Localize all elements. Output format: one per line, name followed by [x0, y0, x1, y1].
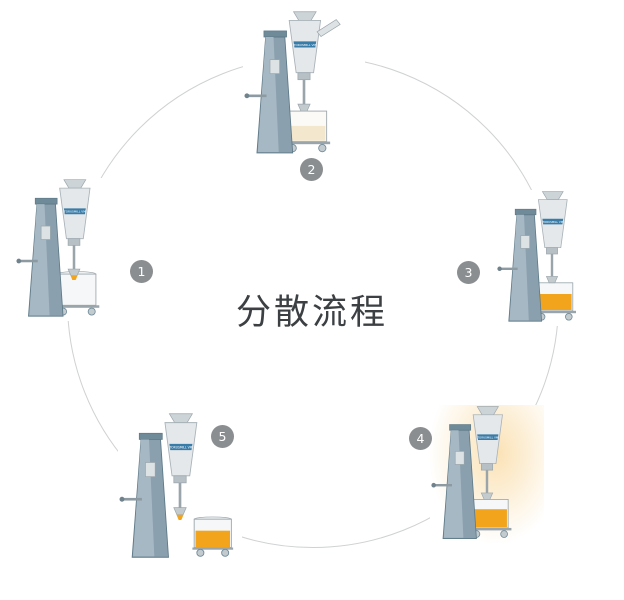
disperser-machine-step1-icon — [16, 179, 100, 317]
orange-liquid-icon — [537, 294, 572, 310]
step-number: 2 — [307, 162, 316, 177]
step-number: 3 — [464, 265, 473, 280]
diagram-title: 分散流程 — [235, 293, 388, 333]
step-badge-5: 5 — [211, 425, 234, 448]
disperser-machine-step2-icon — [244, 11, 341, 154]
machine-step-2 — [243, 10, 365, 159]
step-badge-1: 1 — [130, 260, 153, 283]
step-number: 4 — [416, 431, 425, 446]
disperser-machine-step3-icon — [496, 191, 577, 322]
orange-liquid-icon — [195, 530, 231, 548]
step-badge-4: 4 — [409, 427, 432, 450]
orange-residue-icon — [176, 514, 184, 521]
step-number: 1 — [137, 264, 146, 279]
machine-step-5 — [118, 412, 242, 563]
pale-liquid-icon — [287, 125, 326, 141]
step-number: 5 — [218, 429, 227, 444]
orange-product-icon — [70, 275, 78, 280]
step-badge-2: 2 — [300, 158, 323, 181]
machine-step-3 — [496, 190, 608, 326]
orange-liquid-icon — [471, 509, 507, 528]
machine-step-4 — [430, 405, 544, 544]
step-badge-3: 3 — [457, 261, 480, 284]
disperser-machine-step5-icon — [119, 413, 234, 558]
feed-chute-icon — [316, 19, 341, 38]
machine-step-1 — [15, 178, 133, 322]
disperser-machine-step4-icon — [430, 406, 512, 539]
